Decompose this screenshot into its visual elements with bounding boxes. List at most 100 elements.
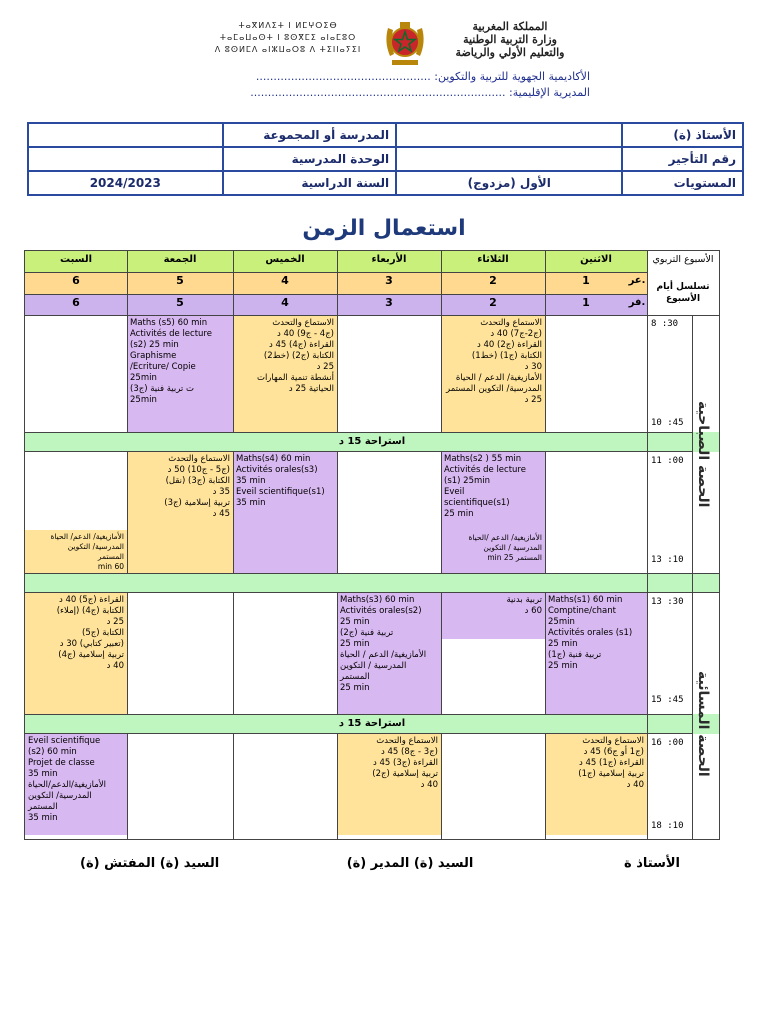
cell-tue-evening-1: تربية بدنية 60 د [441, 593, 545, 639]
cell-fri-morning-1: Maths (s5) 60 min Activités de lecture (… [127, 316, 233, 432]
break-evening-label: استراحة 15 د [338, 718, 406, 729]
grid-v4c [441, 592, 442, 714]
grid-v2 [233, 251, 234, 432]
grid-h4 [25, 432, 692, 433]
levels-value: الأول (مزدوج) [395, 170, 624, 196]
lunch-separator [25, 574, 719, 592]
week-label: الأسبوع التربوي [652, 254, 714, 265]
day-header-mon: الاثنين [545, 251, 647, 272]
ar-num-tue: 2 [441, 272, 545, 294]
time-1600: 16 :00 [651, 738, 684, 748]
evening-period-label: الحصة المسائية [695, 671, 711, 777]
grid-v3 [337, 251, 338, 432]
signature-director: السيد (ة) المدير (ة) [346, 856, 474, 871]
grid-h6 [25, 573, 719, 574]
emblem-icon [380, 20, 430, 68]
fr-abbr: فر. [627, 294, 647, 315]
tifinagh-header: ⵜⴰⴳⵍⴷⵉⵜ ⵏ ⵍⵎⵖⵔⵉⴱ ⵜⴰⵎⴰⵡⴰⵙⵜ ⵏ ⵓⵙⴳⵎⵉ ⴰⵏⴰⵎⵓⵔ… [198, 20, 378, 56]
grid-v5 [545, 251, 546, 432]
time-1045: 10 :45 [651, 418, 684, 428]
school-value [27, 122, 224, 148]
ar-num-sat: 6 [25, 272, 127, 294]
signature-teacher: الأستاذ ة [624, 856, 680, 871]
grid-v4d [441, 734, 442, 839]
grid-h9 [25, 733, 692, 734]
cell-tue-morning-2: Maths(s2 ) 55 min Activités de lecture (… [441, 452, 545, 531]
grid-h5 [25, 451, 692, 452]
grid-v4 [441, 251, 442, 432]
day-header-fri: الجمعة [127, 251, 233, 272]
grid-v2c [233, 592, 234, 714]
grid-v3b [337, 452, 338, 574]
kingdom-label: المملكة المغربية [472, 20, 548, 33]
cell-tue-morning-1: الاستماع والتحدث (ج2-ج7) 40 د القراءة (ج… [441, 316, 545, 432]
grid-v5d [545, 734, 546, 839]
year-value: 2024/2023 [27, 170, 224, 196]
cell-mon-evening-1: Maths(s1) 60 min Comptine/chant 25min Ac… [545, 593, 647, 714]
grid-v1c [127, 592, 128, 714]
time-1810: 18 :10 [651, 821, 684, 831]
grid-h8 [25, 714, 692, 715]
grid-h7 [25, 592, 719, 593]
break-morning: استراحة 15 د [25, 432, 719, 452]
time-1310: 13 :10 [651, 555, 684, 565]
school-label: المدرسة أو المجموعة [221, 122, 398, 148]
unit-value [27, 146, 224, 172]
break-morning-label: استراحة 15 د [338, 436, 406, 447]
cell-tue-morning-2b: الأمازيغية/ الدعم /الحياة المدرسية / الت… [441, 531, 545, 573]
cell-sat-evening-1: القراءة (ج5) 40 د الكتابة (ج4) (إملاء) 2… [25, 593, 127, 714]
grid-v3c [337, 592, 338, 714]
ministry-header: المملكة المغربية وزارة التربية الوطنية و… [430, 20, 590, 59]
ministry-line-1: وزارة التربية الوطنية [463, 33, 557, 46]
grid-v2b [233, 452, 234, 574]
grid-v3d [337, 734, 338, 839]
id-label: رقم التأجير [621, 146, 744, 172]
id-value [395, 146, 624, 172]
fr-num-sat: 6 [25, 294, 127, 315]
teacher-value [395, 122, 624, 148]
morning-period-label: الحصة الصباحية [695, 401, 711, 508]
grid-v5b [545, 452, 546, 574]
directorate-line: المديرية الإقليمية: ....................… [250, 86, 590, 99]
teacher-label: الأستاذ (ة) [621, 122, 744, 148]
tifinagh-line-2: ⵜⴰⵎⴰⵡⴰⵙⵜ ⵏ ⵓⵙⴳⵎⵉ ⴰⵏⴰⵎⵓⵔ [219, 33, 357, 42]
time-830: 8 :30 [651, 319, 679, 329]
cell-thu-morning-2: Maths(s4) 60 min Activités orales(s3) 35… [233, 452, 337, 573]
fr-num-thu: 4 [233, 294, 337, 315]
tifinagh-line-3: ⴷ ⵓⵙⵍⵎⴷ ⴰⵏⵣⵡⴰⵔⵓ ⴷ ⵜⵉⵏⵏⴰⵢⵉⵏ [214, 45, 362, 54]
cell-thu-morning-1: الاستماع والتحدث (ج4 - ج9) 40 د القراءة … [233, 316, 337, 432]
time-1545: 15 :45 [651, 695, 684, 705]
grid-h3 [25, 315, 719, 316]
schedule-grid: السبت الجمعة الخميس الأربعاء الثلاثاء ال… [24, 250, 720, 840]
page-title: استعمال الزمن [302, 216, 466, 241]
grid-v1d [127, 734, 128, 839]
grid-h1 [25, 272, 647, 273]
cell-sat-morning-2: الأمازيغية/ الدعم/ الحياة المدرسية/ التك… [25, 530, 127, 573]
tifinagh-line-1: ⵜⴰⴳⵍⴷⵉⵜ ⵏ ⵍⵎⵖⵔⵉⴱ [238, 21, 338, 30]
grid-v1b [127, 452, 128, 574]
cell-sat-evening-2: Eveil scientifique (s2) 60 min Projet de… [25, 734, 127, 835]
signature-inspector: السيد (ة) المفتش (ة) [80, 856, 220, 871]
fr-num-wed: 3 [337, 294, 441, 315]
unit-label: الوحدة المدرسية [221, 146, 398, 172]
day-header-sat: السبت [25, 251, 127, 272]
fr-num-fri: 5 [127, 294, 233, 315]
grid-v5c [545, 592, 546, 714]
day-header-tue: الثلاثاء [441, 251, 545, 272]
ar-num-fri: 5 [127, 272, 233, 294]
ar-num-wed: 3 [337, 272, 441, 294]
ar-abbr: عر. [627, 272, 647, 294]
fr-num-mon: 1 [545, 294, 627, 315]
grid-v2d [233, 734, 234, 839]
cell-mon-evening-2: الاستماع والتحدث (ج1 أو ج6) 45 د القراءة… [545, 734, 647, 835]
ministry-line-2: والتعليم الأولي والرياضة [455, 46, 565, 59]
ar-num-mon: 1 [545, 272, 627, 294]
cell-fri-morning-2: الاستماع والتحدث (ج5 - ج10) 50 د الكتابة… [127, 452, 233, 573]
day-header-wed: الأربعاء [337, 251, 441, 272]
grid-v4b [441, 452, 442, 574]
time-1100: 11 :00 [651, 456, 684, 466]
ar-num-thu: 4 [233, 272, 337, 294]
day-header-thu: الخميس [233, 251, 337, 272]
levels-label: المستويات [621, 170, 744, 196]
grid-v6 [647, 251, 648, 839]
